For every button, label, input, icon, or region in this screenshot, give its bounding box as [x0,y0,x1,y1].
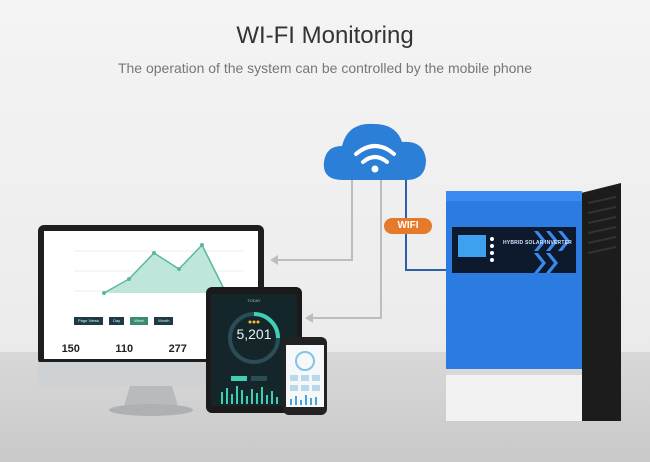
tablet-header: TODAY [247,298,261,303]
monitor-stats: 150 110 277 1 [44,343,258,355]
month-button: Month [154,317,174,325]
monitor-line-chart [74,243,244,295]
phone-screen [286,345,324,407]
page-title: WI-FI Monitoring [236,22,414,49]
stat-value: 110 [115,343,134,355]
monitor-button-row: Page Views Day Week Month [74,317,174,325]
phone-dashboard [290,351,320,405]
inverter-icon [446,183,621,421]
tablet-dashboard [221,312,280,404]
tablet-screen: TODAY 5,201 [211,294,297,406]
page-subtitle: The operation of the system can be contr… [117,60,533,76]
page-views-button: Page Views [74,317,104,325]
wifi-icon [354,144,396,164]
stat-value: 277 [168,343,187,355]
stat-value: 150 [61,343,80,355]
phone-icon [283,337,327,415]
monitor-icon: Page Views Day Week Month 150 110 277 1 [38,225,264,365]
week-button: Week [130,317,149,325]
inverter-label: HYBRID SOLAR INVERTER [503,240,572,246]
wifi-tag: WIFI [384,218,432,234]
tablet-reading: 5,201 [236,326,272,342]
cloud-icon [323,123,426,180]
day-button: Day [109,317,125,325]
